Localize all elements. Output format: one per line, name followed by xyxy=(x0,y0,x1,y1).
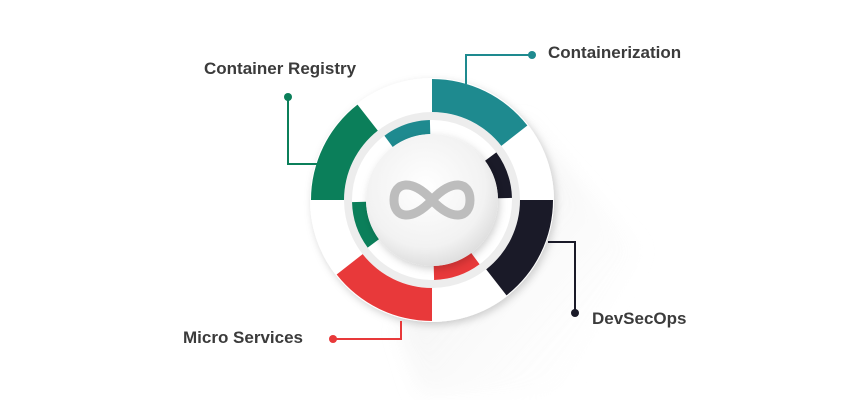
devsecops-dot xyxy=(571,309,579,317)
devsecops-outer-segment xyxy=(486,200,553,296)
micro-services-dot xyxy=(329,335,337,343)
container-registry-leader xyxy=(287,97,318,165)
containerization-outer-segment xyxy=(432,79,528,146)
micro-services-inner-segment xyxy=(433,253,480,280)
devsecops-leader xyxy=(548,241,576,313)
micro-services-outer-segment xyxy=(336,254,432,321)
devsecops-inner-segment xyxy=(485,152,512,199)
containerization-dot xyxy=(528,51,536,59)
container-registry-dot xyxy=(284,93,292,101)
containerization-inner-segment xyxy=(384,120,431,147)
containerization-label: Containerization xyxy=(548,43,682,62)
micro-services-label: Micro Services xyxy=(183,328,304,347)
infinity-icon xyxy=(389,180,475,220)
devsecops-label: DevSecOps xyxy=(592,309,687,328)
container-registry-inner-segment xyxy=(352,201,379,248)
micro-services-leader xyxy=(333,321,402,340)
container-registry-label: Container Registry xyxy=(204,59,357,78)
container-registry-outer-segment xyxy=(311,104,378,200)
containerization-leader xyxy=(465,54,532,84)
